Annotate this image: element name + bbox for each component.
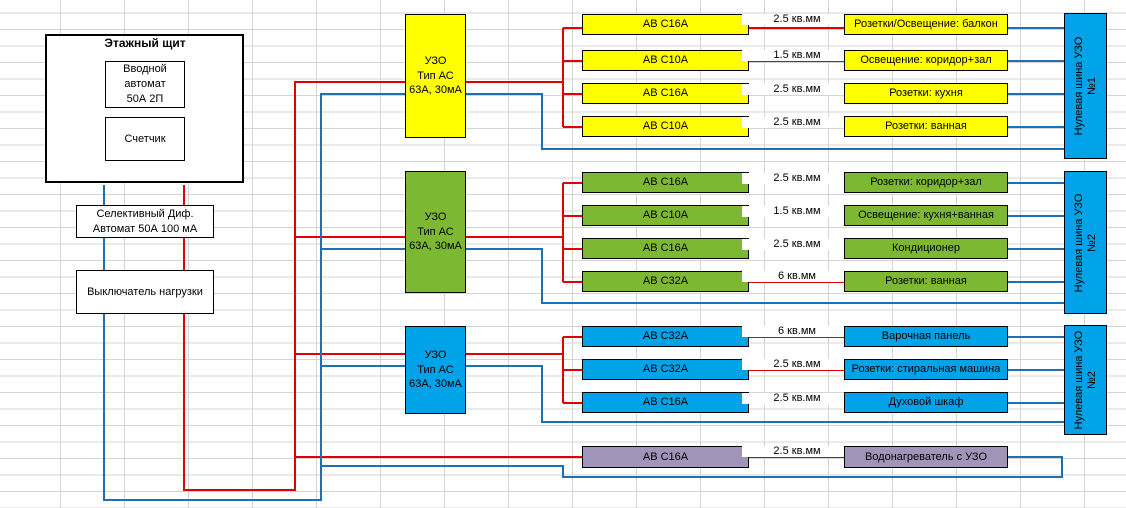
electricity-meter: Счетчик — [105, 117, 185, 161]
breaker-label: АВ С10А — [642, 54, 689, 67]
neutral-bus-2: Нулевая шина УЗО №2 — [1064, 171, 1107, 314]
breaker-label: АВ С16А — [642, 242, 689, 255]
load-label: Розетки: кухня — [889, 87, 963, 100]
electricity-meter-label: Счетчик — [124, 132, 166, 145]
cable-size-label: 6 кв.мм — [742, 271, 852, 282]
cable-size-label: 2.5 кв.мм — [742, 239, 852, 250]
load-switch: Выключатель нагрузки — [76, 270, 214, 314]
load-label: Водонагреватель с УЗО — [864, 450, 988, 463]
breaker-label: АВ С32А — [642, 363, 689, 376]
breaker-2-4: АВ С32А — [582, 271, 749, 292]
breaker-label: АВ С16А — [642, 450, 689, 463]
breaker-2-1: АВ С16А — [582, 172, 749, 193]
load-1-1: Розетки/Освещение: балкон — [844, 14, 1008, 35]
breaker-label: АВ С10А — [642, 209, 689, 222]
main-breaker-label: Вводной автомат 50А 2П — [123, 63, 167, 105]
load-switch-label: Выключатель нагрузки — [87, 285, 203, 298]
load-label: Розетки: ванная — [885, 275, 967, 288]
cable-size-label: 1.5 кв.мм — [742, 206, 852, 217]
load-3-2: Розетки: стиральная машина — [844, 359, 1008, 380]
load-label: Розетки: ванная — [885, 120, 967, 133]
breaker-1-4: АВ С10А — [582, 116, 749, 137]
neutral-bus-3-label: Нулевая шина УЗО №2 — [1072, 330, 1098, 430]
rcd-2-label: УЗО Тип АС 63А, 30мА — [409, 210, 462, 253]
neutral-wires — [103, 27, 1064, 501]
load-label: Освещение: коридор+зал — [860, 54, 992, 67]
load-label: Кондиционер — [891, 242, 961, 255]
breaker-label: АВ С16А — [642, 396, 689, 409]
load-3-3: Духовой шкаф — [844, 392, 1008, 413]
neutral-bus-1-label: Нулевая шина УЗО №1 — [1072, 36, 1098, 136]
breaker-label: АВ С10А — [642, 120, 689, 133]
breaker-3-2: АВ С32А — [582, 359, 749, 380]
load-3-1: Варочная панель — [844, 326, 1008, 347]
neutral-bus-2-label: Нулевая шина УЗО №2 — [1072, 193, 1098, 292]
breaker-label: АВ С16А — [642, 18, 689, 31]
neutral-bus-1: Нулевая шина УЗО №1 — [1064, 13, 1107, 159]
breaker-label: АВ С32А — [642, 330, 689, 343]
rcd-3-label: УЗО Тип АС 63А, 30мА — [409, 348, 462, 391]
cable-size-label: 2.5 кв.мм — [742, 359, 852, 370]
load-label: Освещение: кухня+ванная — [858, 209, 994, 222]
load-label: Розетки: коридор+зал — [870, 176, 982, 189]
breaker-2-3: АВ С16А — [582, 238, 749, 259]
load-label: Розетки: стиральная машина — [851, 363, 1001, 376]
cable-size-label: 2.5 кв.мм — [742, 14, 852, 25]
breaker-1-2: АВ С10А — [582, 50, 749, 71]
load-1-4: Розетки: ванная — [844, 116, 1008, 137]
floor-panel-title: Этажный щит — [104, 36, 186, 50]
rcd-1: УЗО Тип АС 63А, 30мА — [405, 14, 466, 138]
breaker-2-2: АВ С10А — [582, 205, 749, 226]
breaker-label: АВ С16А — [642, 87, 689, 100]
selective-diff-breaker-label: Селективный Диф. Автомат 50А 100 мА — [92, 207, 198, 235]
breaker-3-1: АВ С32А — [582, 326, 749, 347]
rcd-2: УЗО Тип АС 63А, 30мА — [405, 171, 466, 293]
cable-size-label: 2.5 кв.мм — [742, 117, 852, 128]
load-1-2: Освещение: коридор+зал — [844, 50, 1008, 71]
rcd-3: УЗО Тип АС 63А, 30мА — [405, 326, 466, 414]
cable-size-label: 1.5 кв.мм — [742, 50, 852, 61]
cable-size-label: 2.5 кв.мм — [742, 446, 852, 457]
load-2-4: Розетки: ванная — [844, 271, 1008, 292]
load-2-1: Розетки: коридор+зал — [844, 172, 1008, 193]
load-2-2: Освещение: кухня+ванная — [844, 205, 1008, 226]
neutral-bus-3: Нулевая шина УЗО №2 — [1064, 325, 1107, 435]
breaker-1-3: АВ С16А — [582, 83, 749, 104]
load-water-heater: Водонагреватель с УЗО — [844, 446, 1008, 468]
rcd-1-label: УЗО Тип АС 63А, 30мА — [409, 54, 462, 97]
main-breaker: Вводной автомат 50А 2П — [105, 61, 185, 108]
breaker-1-1: АВ С16А — [582, 14, 749, 35]
cable-size-label: 2.5 кв.мм — [742, 393, 852, 404]
breaker-label: АВ С32А — [642, 275, 689, 288]
load-label: Духовой шкаф — [888, 396, 964, 409]
cable-size-label: 6 кв.мм — [742, 326, 852, 337]
cable-size-label: 2.5 кв.мм — [742, 173, 852, 184]
load-2-3: Кондиционер — [844, 238, 1008, 259]
cable-size-label: 2.5 кв.мм — [742, 84, 852, 95]
load-1-3: Розетки: кухня — [844, 83, 1008, 104]
selective-diff-breaker: Селективный Диф. Автомат 50А 100 мА — [76, 205, 214, 238]
breaker-label: АВ С16А — [642, 176, 689, 189]
load-label: Розетки/Освещение: балкон — [854, 18, 998, 31]
breaker-3-3: АВ С16А — [582, 392, 749, 413]
breaker-standalone: АВ С16А — [582, 446, 749, 468]
load-label: Варочная панель — [881, 330, 971, 343]
